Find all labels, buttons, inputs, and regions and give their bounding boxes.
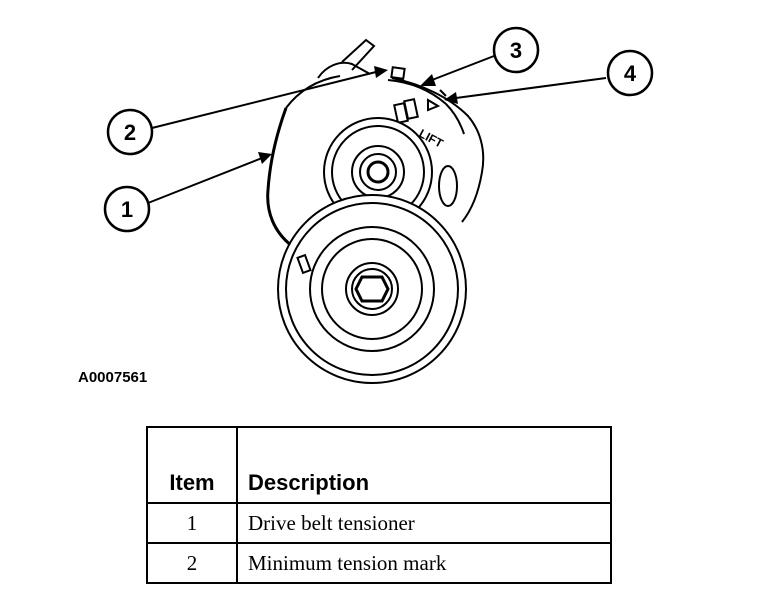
callout-1-label: 1: [121, 197, 133, 222]
callout-2: 2: [106, 108, 154, 156]
callout-4: 4: [606, 49, 654, 97]
callout-4-label: 4: [624, 61, 637, 86]
legend-row: 2 Minimum tension mark: [146, 542, 612, 584]
legend-row-description: Minimum tension mark: [236, 542, 612, 584]
legend-header-description: Description: [236, 426, 612, 504]
legend-table: Item Description 1 Drive belt tensioner …: [146, 426, 612, 584]
legend-header-row: Item Description: [146, 426, 612, 504]
callout-3-label: 3: [510, 38, 522, 63]
legend-row-item: 2: [146, 542, 238, 584]
callout-1: 1: [103, 185, 151, 233]
leader-lines: [147, 55, 607, 204]
idler-pulley-lower: [277, 194, 467, 384]
legend-row: 1 Drive belt tensioner: [146, 502, 612, 544]
legend-header-item: Item: [146, 426, 238, 504]
figure-id: A0007561: [78, 369, 147, 386]
callout-2-label: 2: [124, 120, 136, 145]
legend-row-item: 1: [146, 502, 238, 544]
tensioner-body: LIFT: [266, 38, 485, 252]
callout-3: 3: [492, 26, 540, 74]
legend-row-description: Drive belt tensioner: [236, 502, 612, 544]
